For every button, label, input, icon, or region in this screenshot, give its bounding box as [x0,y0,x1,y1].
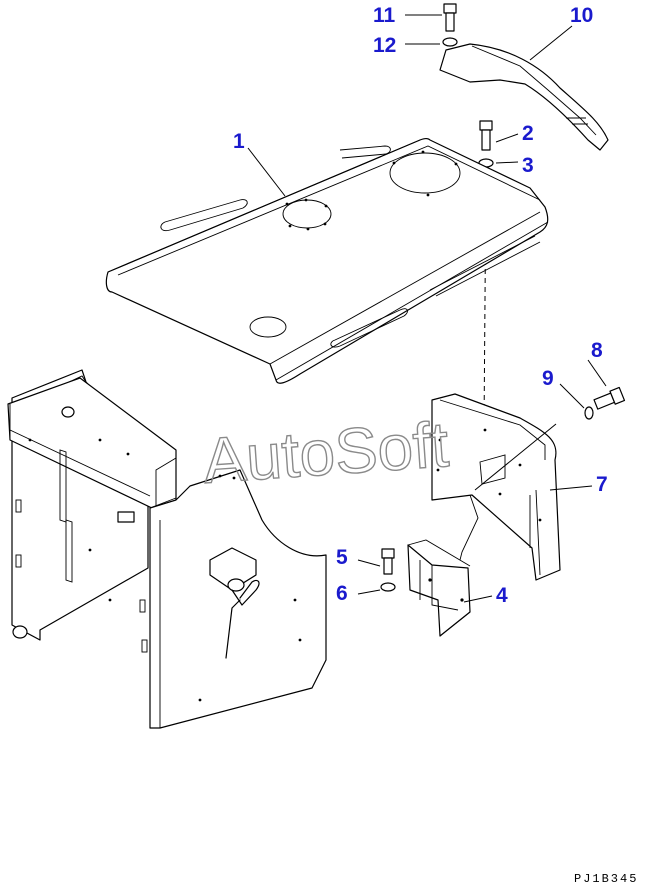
callout-4: 4 [496,584,508,607]
alignment-line [483,169,487,429]
part-7-side-bracket [431,393,561,581]
drawing-code: PJ1B345 [574,872,638,886]
callout-8: 8 [591,339,603,362]
part-5-bolt [381,548,395,575]
part-12-washer [442,37,458,47]
part-1-top-cover [105,137,549,384]
callout-11: 11 [373,4,396,27]
callout-12: 12 [373,34,396,57]
watermark: AutoSoft [201,408,451,497]
callout-9: 9 [542,367,554,390]
part-9-washer [584,406,594,420]
leader-lines [247,14,607,603]
callout-7: 7 [596,473,608,496]
part-8-bolt [593,386,626,410]
callout-6: 6 [336,582,348,605]
callout-1: 1 [233,130,245,153]
part-2-bolt [479,120,493,151]
callout-5: 5 [336,546,348,569]
callout-2: 2 [522,122,534,145]
callout-labels: 11 12 10 1 2 3 8 9 7 5 6 4 [233,4,608,607]
part-10-cover-plate [439,43,609,151]
callout-10: 10 [570,4,593,27]
left-frame-assembly [7,369,327,729]
part-11-bolt [443,3,457,32]
part-6-washer [380,582,396,592]
callout-3: 3 [522,154,534,177]
part-4-support-bracket [407,539,471,637]
